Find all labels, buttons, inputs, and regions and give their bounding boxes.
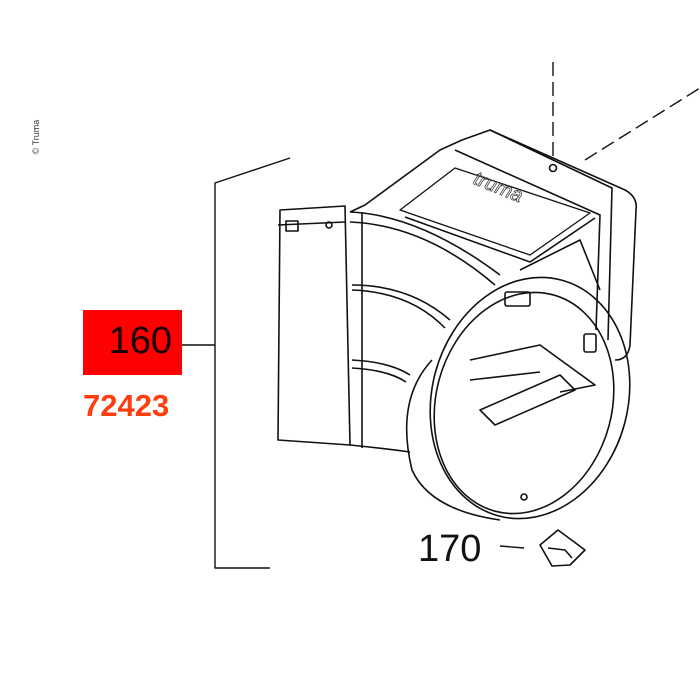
truma-logo: truma bbox=[470, 168, 526, 208]
retaining-clip-170 bbox=[539, 529, 586, 567]
position-170-label: 170 bbox=[418, 528, 482, 570]
dashed-guide-lines bbox=[552, 62, 700, 161]
part-number: 72423 bbox=[83, 388, 170, 423]
bracket-lines bbox=[182, 157, 525, 569]
position-160-highlight[interactable]: 160 bbox=[83, 310, 182, 375]
air-duct-housing bbox=[277, 129, 638, 521]
position-number: 160 bbox=[108, 320, 172, 362]
copyright-notice: © Truma bbox=[31, 119, 41, 155]
